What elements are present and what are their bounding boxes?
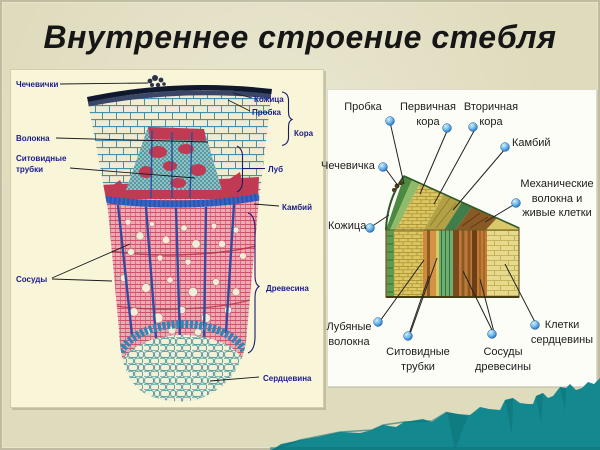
label-sieve-tubes: Ситовидные трубки — [16, 154, 67, 174]
label-mechanical-fibers: Механические волокна и живые клетки — [520, 178, 594, 219]
label-secondary-cortex: Вторичная кора — [463, 101, 519, 128]
bark-bracket — [281, 91, 294, 147]
wedge-lenticel-bump — [392, 180, 404, 192]
label-pith: Сердцевина — [263, 374, 312, 383]
left-pointer-lines — [51, 82, 280, 382]
left-micrograph — [51, 75, 294, 402]
page-title: Внутреннее строение стебля — [43, 19, 557, 55]
right-pointer-lines — [370, 121, 537, 335]
teal-wave — [270, 378, 600, 450]
label-cork: Пробка — [252, 108, 281, 117]
label-skin: Кожица — [254, 95, 284, 104]
label-cambium-2: Камбий — [512, 137, 551, 149]
label-bark: Кора — [294, 129, 314, 138]
label-lenticels: Чечевички — [16, 80, 59, 89]
label-sieve-tubes-2: Ситовидные трубки — [386, 346, 450, 373]
label-lenticel-2: Чечевичка — [321, 160, 375, 172]
label-cambium: Камбий — [282, 203, 313, 212]
lenticel-cluster — [147, 75, 166, 88]
marker-dots — [365, 116, 540, 341]
bast-bracket — [236, 145, 244, 193]
label-primary-cortex: Первичная кора — [399, 101, 456, 128]
label-bast: Луб — [268, 165, 284, 174]
label-skin-2: Кожица — [328, 220, 367, 232]
label-wood: Древесина — [266, 284, 309, 293]
stem-wedge — [365, 116, 540, 341]
label-fibers: Волокна — [16, 134, 50, 143]
wood-rays — [116, 203, 236, 341]
label-wood-vessels: Сосуды древесины — [474, 346, 532, 373]
wood-bracket — [247, 212, 261, 354]
label-bast-fibers: Лубяные волокна — [326, 321, 372, 348]
label-cork-2: Пробка — [344, 101, 382, 113]
left-brackets — [236, 91, 294, 354]
label-pith-cells: Клетки сердцевины — [530, 319, 594, 346]
pith-tissue — [117, 320, 249, 402]
wedge-front-face — [386, 230, 519, 297]
label-vessels: Сосуды — [16, 275, 48, 284]
xylem-tissue — [95, 199, 265, 359]
